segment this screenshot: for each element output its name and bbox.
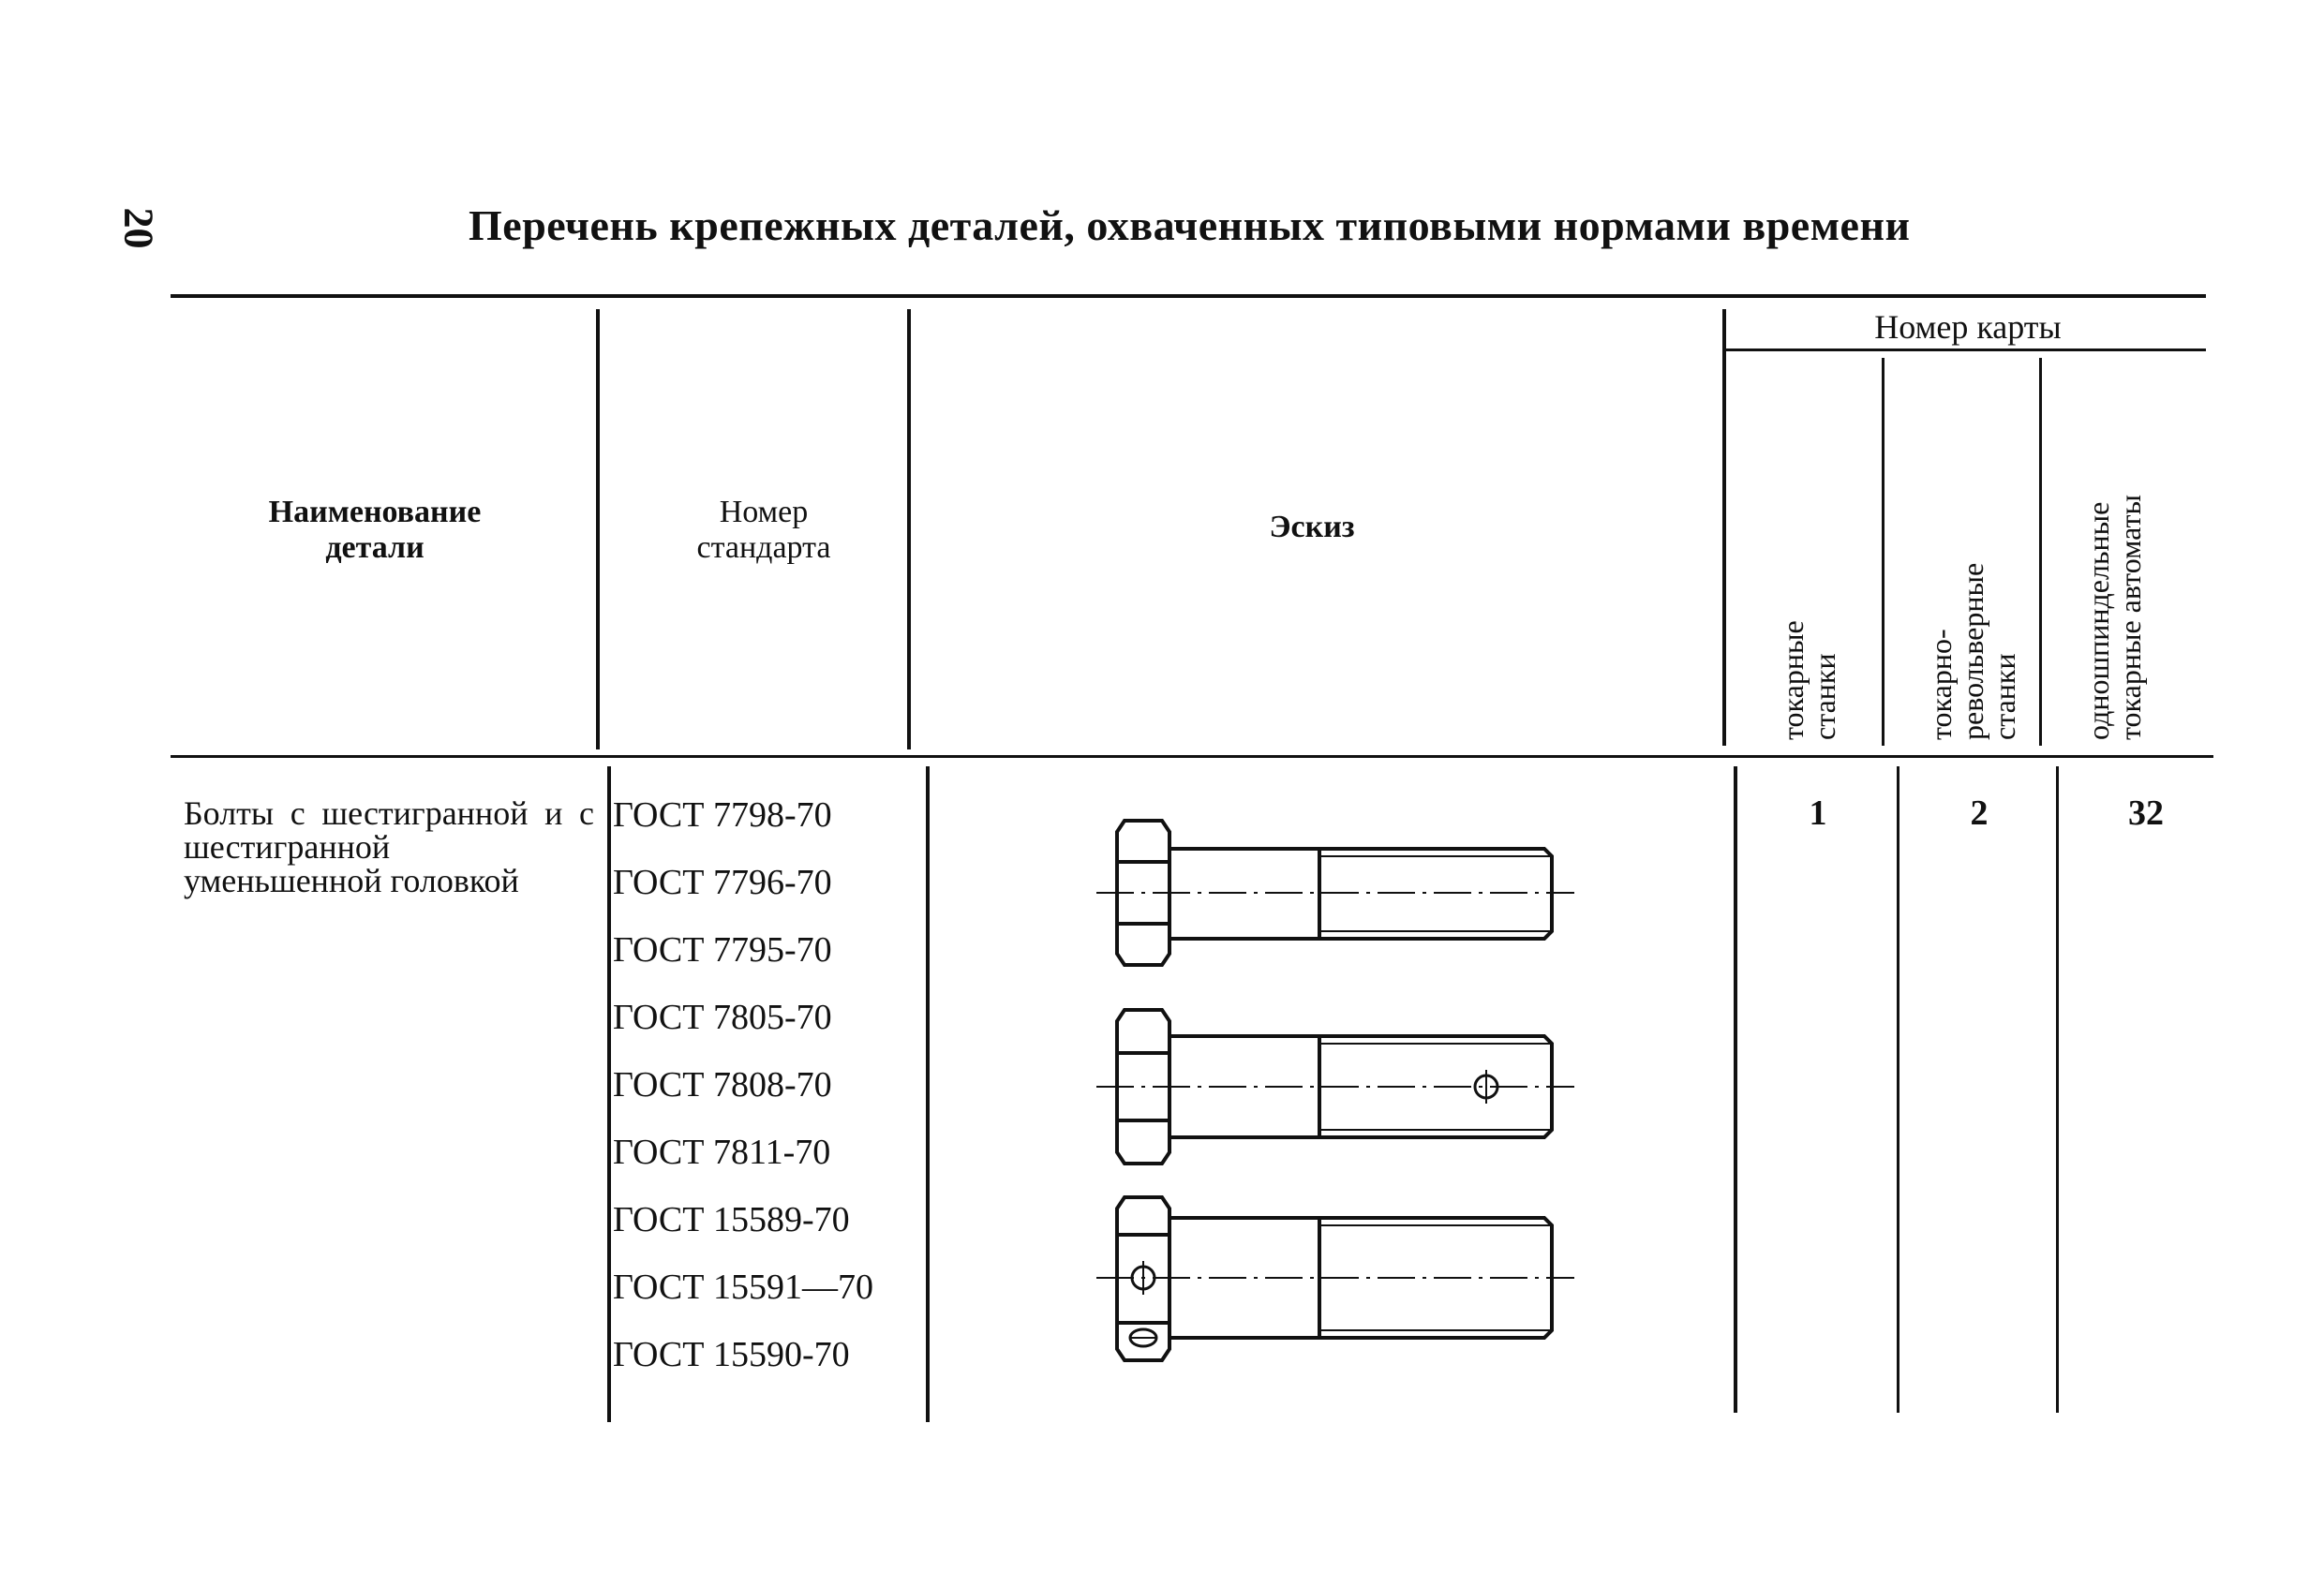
- bolt-sketch-hex-head: [1096, 819, 1574, 967]
- column-divider-4: [1882, 358, 1885, 746]
- bolt-sketches: [1096, 819, 1574, 1362]
- standard-item: ГОСТ 15590-70: [613, 1335, 850, 1374]
- header-card-lathes: токарные станки: [1776, 620, 1841, 740]
- standards-list: ГОСТ 7798-70 ГОСТ 7796-70 ГОСТ 7795-70 Г…: [613, 796, 922, 1403]
- header-card-number: Номер карты: [1874, 308, 2062, 346]
- column-divider-2-body: [926, 766, 930, 1422]
- column-divider-3-body: [1734, 766, 1737, 1413]
- standard-item: ГОСТ 7805-70: [613, 998, 832, 1037]
- row-part-name: Болты с шестигранной и с шестигранной ум…: [184, 794, 594, 899]
- table-header-bottom-rule: [171, 755, 2213, 758]
- header-card-turret-lathes: токарно-револьверные станки: [1924, 562, 2021, 740]
- card-value-automats: 32: [2128, 793, 2164, 833]
- page-title: Перечень крепежных деталей, охваченных т…: [469, 201, 1911, 249]
- header-standard-number: Номер стандарта: [696, 495, 831, 565]
- header-part-name: Наименование детали: [268, 495, 482, 565]
- standard-item: ГОСТ 7798-70: [613, 795, 832, 835]
- header-sketch: Эскиз: [1269, 510, 1355, 544]
- column-divider-1-body: [607, 766, 611, 1422]
- column-divider-1: [596, 309, 600, 749]
- table-top-rule: [171, 294, 2206, 298]
- header-card-automats: одношпиндельные токарные автоматы: [2081, 494, 2147, 740]
- standard-item: ГОСТ 7796-70: [613, 863, 832, 902]
- standard-item: ГОСТ 7811-70: [613, 1133, 831, 1172]
- page-number: 20: [115, 207, 162, 249]
- standard-item: ГОСТ 7795-70: [613, 930, 832, 970]
- card-value-lathes: 1: [1809, 793, 1827, 833]
- column-divider-5: [2039, 358, 2042, 746]
- bolt-sketch-drilled-head: [1096, 1195, 1574, 1362]
- card-number-subheader-rule: [1726, 349, 2206, 351]
- card-value-turret-lathes: 2: [1970, 793, 1989, 833]
- standard-item: ГОСТ 7808-70: [613, 1065, 832, 1105]
- column-divider-5-body: [2056, 766, 2059, 1413]
- bolt-sketch-drilled-shank: [1096, 1008, 1574, 1165]
- column-divider-3: [1722, 309, 1726, 746]
- column-divider-4-body: [1897, 766, 1899, 1413]
- standard-item: ГОСТ 15589-70: [613, 1200, 850, 1239]
- column-divider-2: [907, 309, 911, 749]
- standard-item: ГОСТ 15591—70: [613, 1268, 873, 1307]
